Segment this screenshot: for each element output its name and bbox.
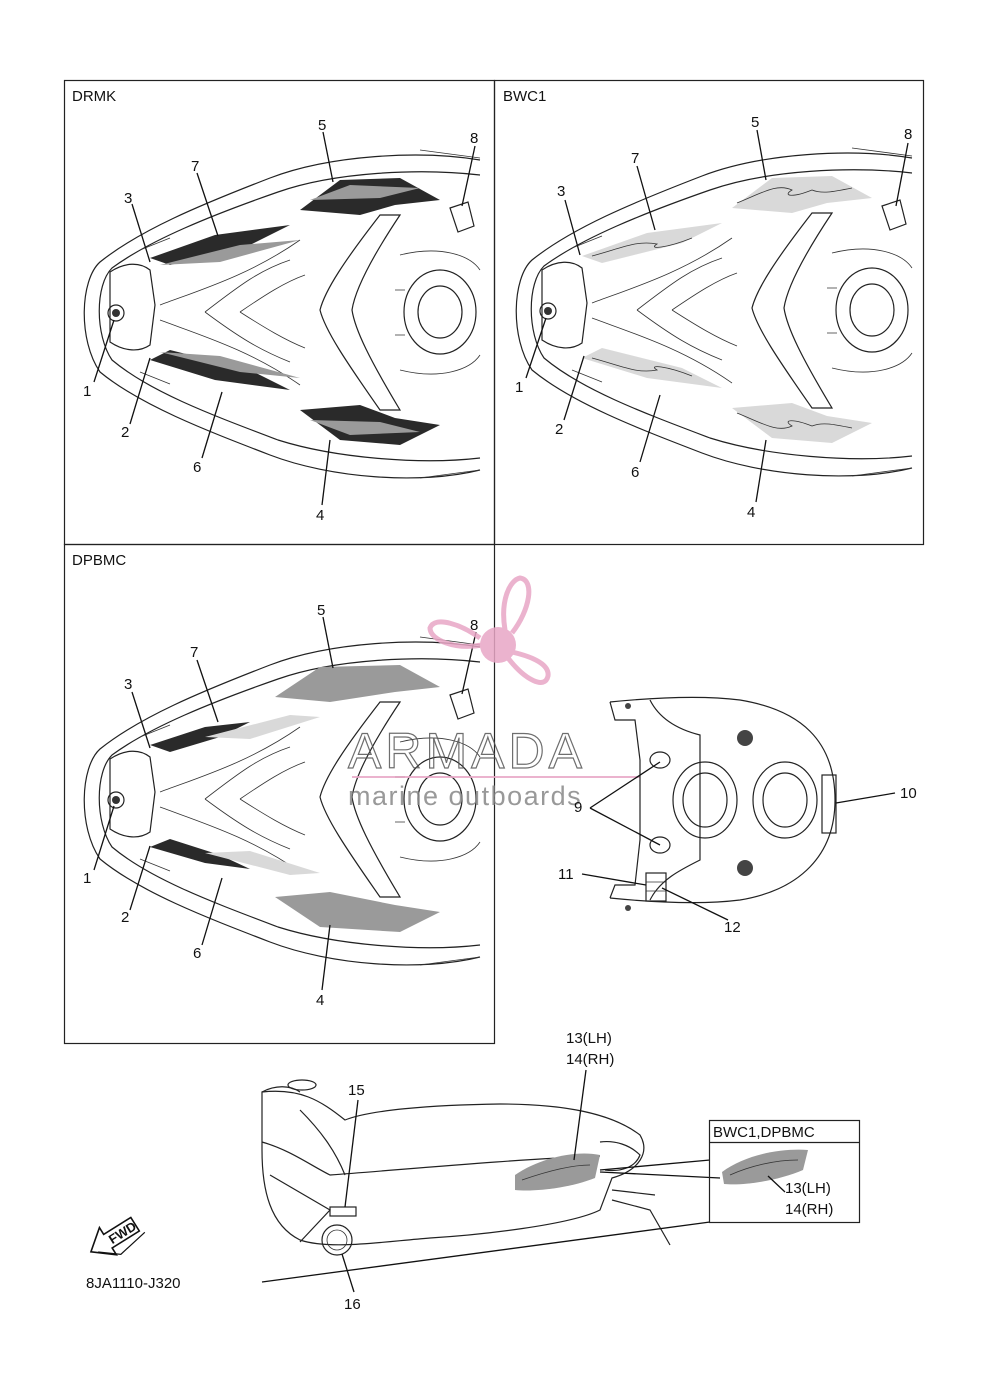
- decal-3: [150, 722, 250, 752]
- decal-16: [321, 1224, 353, 1256]
- callout-5: 5: [751, 114, 759, 131]
- callout-4: 4: [316, 992, 324, 1009]
- decal-4: [732, 403, 872, 443]
- decal-5: [732, 176, 872, 213]
- callout-13-lh: 13(LH): [566, 1030, 612, 1047]
- decal-2: [150, 350, 290, 390]
- decal-10: [821, 774, 837, 834]
- panel-dpbmc-frame: [63, 543, 496, 1045]
- decal-15: [329, 1206, 357, 1217]
- callout-5: 5: [318, 117, 326, 134]
- inset-title: BWC1,DPBMC: [713, 1124, 815, 1141]
- side-view: 15 16 13(LH) 14(RH) BWC1,DPBMC 13(LH) 14…: [261, 1030, 861, 1313]
- callout-6: 6: [631, 464, 639, 481]
- callout-5: 5: [317, 602, 325, 619]
- callout-2: 2: [121, 909, 129, 926]
- callout-1: 1: [83, 870, 91, 887]
- callout-3: 3: [124, 676, 132, 693]
- panel-bwc1: BWC1 5 8 7 3 1 2 6 4: [503, 88, 913, 521]
- panel-drmk-frame: [63, 79, 496, 546]
- inset-decal-13-14: [722, 1149, 808, 1185]
- callout-4: 4: [747, 504, 755, 521]
- decal-12: [645, 872, 667, 902]
- callout-16: 16: [344, 1296, 361, 1313]
- panel-title: DRMK: [72, 88, 116, 105]
- callout-3: 3: [557, 183, 565, 200]
- rear-view: 9 10 11 12: [558, 696, 917, 936]
- diagram-code: 8JA1110-J320: [86, 1275, 181, 1292]
- callout-14-rh: 14(RH): [566, 1051, 614, 1068]
- callout-7: 7: [631, 150, 639, 167]
- callout-1: 1: [515, 379, 523, 396]
- callout-3: 3: [124, 190, 132, 207]
- callout-1: 1: [83, 383, 91, 400]
- decal-5: [275, 665, 440, 702]
- decal-13-14: [515, 1153, 600, 1191]
- watermark-tagline: marine outboards: [348, 781, 582, 811]
- callout-9: 9: [574, 799, 582, 816]
- watermark: ARMADA marine outboards: [347, 575, 640, 811]
- panel-bwc1-frame: [493, 79, 925, 546]
- callout-8: 8: [470, 617, 478, 634]
- decal-3: [150, 225, 290, 265]
- callout-10: 10: [900, 785, 917, 802]
- callout-8: 8: [904, 126, 912, 143]
- callout-4: 4: [316, 507, 324, 524]
- watermark-brand: ARMADA: [348, 723, 586, 779]
- propeller-logo-icon: [427, 575, 551, 685]
- callout-15: 15: [348, 1082, 365, 1099]
- callout-8: 8: [470, 130, 478, 147]
- callout-7: 7: [190, 644, 198, 661]
- inset-callout-13-lh: 13(LH): [785, 1180, 831, 1197]
- inset-callout-14-rh: 14(RH): [785, 1201, 833, 1218]
- callout-6: 6: [193, 945, 201, 962]
- panel-drmk: DRMK 5 8 7 3 1 2 6 4: [72, 88, 481, 524]
- panel-title: BWC1: [503, 88, 546, 105]
- callout-6: 6: [193, 459, 201, 476]
- panel-dpbmc: DPBMC 5 8 7 3 1 2 6 4: [72, 552, 481, 1009]
- callout-7: 7: [191, 158, 199, 175]
- fwd-arrow-icon: FWD: [89, 1216, 146, 1256]
- decal-2: [582, 348, 722, 388]
- callout-11: 11: [558, 866, 574, 883]
- callout-2: 2: [555, 421, 563, 438]
- decal-2: [150, 839, 250, 869]
- panel-title: DPBMC: [72, 552, 126, 569]
- inset-bwc1-dpbmc: BWC1,DPBMC 13(LH) 14(RH): [708, 1119, 861, 1224]
- callout-2: 2: [121, 424, 129, 441]
- decal-4: [275, 892, 440, 932]
- callout-12: 12: [724, 919, 741, 936]
